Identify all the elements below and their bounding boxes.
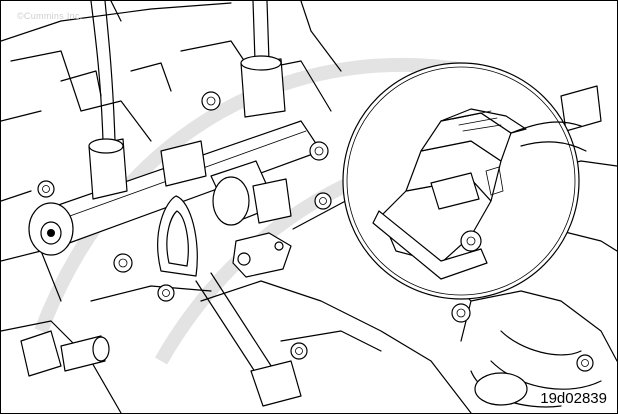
fuel-lines (90, 1, 270, 142)
figure-code: 19d02839 (540, 390, 607, 407)
lifting-loop (157, 195, 198, 277)
right-components (470, 85, 602, 408)
dipstick-tube (195, 272, 302, 407)
callout-leader (292, 196, 354, 230)
lower-fitting (20, 330, 110, 377)
fuel-rail (28, 55, 322, 256)
callout-magnifier (342, 62, 587, 300)
rail-pressure-sensor (210, 160, 292, 278)
watermark-text: ©Cummins Inc. (17, 11, 83, 21)
